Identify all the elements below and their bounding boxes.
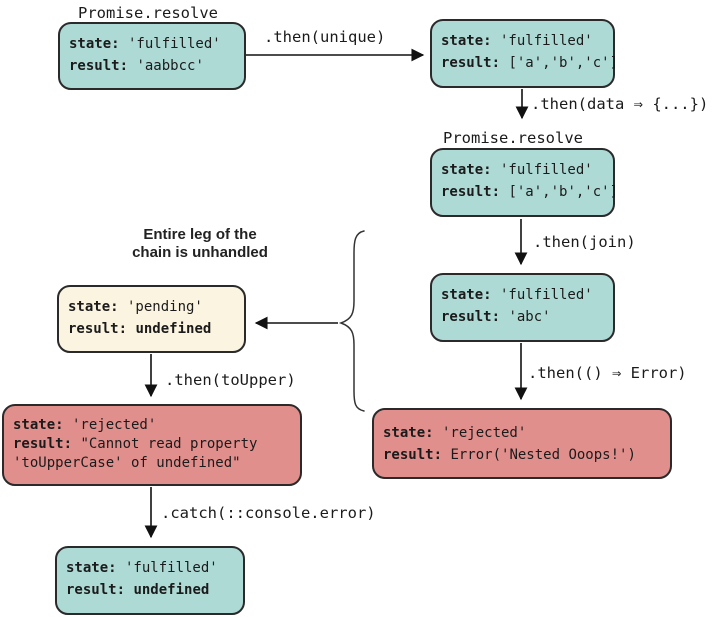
result-line: result: undefined: [68, 321, 212, 337]
promise-box-rejected-nested-ooops: state: 'rejected' result: Error('Nested …: [372, 408, 672, 479]
catch-console-label: .catch(::console.error): [161, 504, 376, 522]
state-line: state: 'fulfilled': [441, 162, 593, 178]
result-line: result: 'abc': [441, 309, 551, 325]
result-line: result: Error('Nested Ooops!'): [383, 447, 636, 463]
then-data-label: .then(data ⇒ {...}): [531, 95, 709, 113]
promise-resolve-label-mid: Promise.resolve: [443, 129, 583, 147]
state-line: state: 'fulfilled': [441, 287, 593, 303]
state-line: state: 'pending': [68, 299, 203, 315]
promise-box-rejected-touppercase: state: 'rejected' result: "Cannot read p…: [2, 404, 302, 486]
state-line: state: 'fulfilled': [69, 36, 221, 52]
result-line: result: 'aabbcc': [69, 58, 204, 74]
unhandled-annotation-line2: chain is unhandled: [132, 244, 268, 261]
then-join-label: .then(join): [533, 233, 636, 251]
promise-box-fulfilled-undefined: state: 'fulfilled' result: undefined: [55, 546, 245, 615]
promise-box-fulfilled-abc-joined: state: 'fulfilled' result: 'abc': [430, 273, 615, 342]
promise-resolve-label-top: Promise.resolve: [78, 4, 218, 22]
result-line: result: ['a','b','c']: [441, 184, 619, 200]
then-unique-label: .then(unique): [264, 28, 386, 46]
promise-box-fulfilled-abc-array-1: state: 'fulfilled' result: ['a','b','c']: [430, 19, 619, 88]
promise-box-pending-undefined: state: 'pending' result: undefined: [57, 285, 246, 353]
state-line: state: 'fulfilled': [441, 33, 593, 49]
unhandled-annotation: Entire leg of the chain is unhandled: [110, 226, 290, 262]
curly-brace: [338, 230, 365, 412]
then-error-label: .then(() ⇒ Error): [528, 364, 687, 382]
result-line-continued: 'toUpperCase' of undefined": [13, 455, 241, 471]
promise-box-fulfilled-abc-array-2: state: 'fulfilled' result: ['a','b','c']: [430, 148, 619, 217]
state-line: state: 'rejected': [383, 425, 527, 441]
state-line: state: 'rejected': [13, 417, 157, 433]
result-line: result: undefined: [66, 582, 210, 598]
result-line: result: ['a','b','c']: [441, 55, 619, 71]
promise-box-fulfilled-aabbcc: state: 'fulfilled' result: 'aabbcc': [58, 22, 246, 90]
then-toupper-label: .then(toUpper): [165, 371, 296, 389]
state-line: state: 'fulfilled': [66, 560, 218, 576]
unhandled-annotation-line1: Entire leg of the: [143, 226, 257, 243]
result-line: result: "Cannot read property: [13, 436, 258, 452]
